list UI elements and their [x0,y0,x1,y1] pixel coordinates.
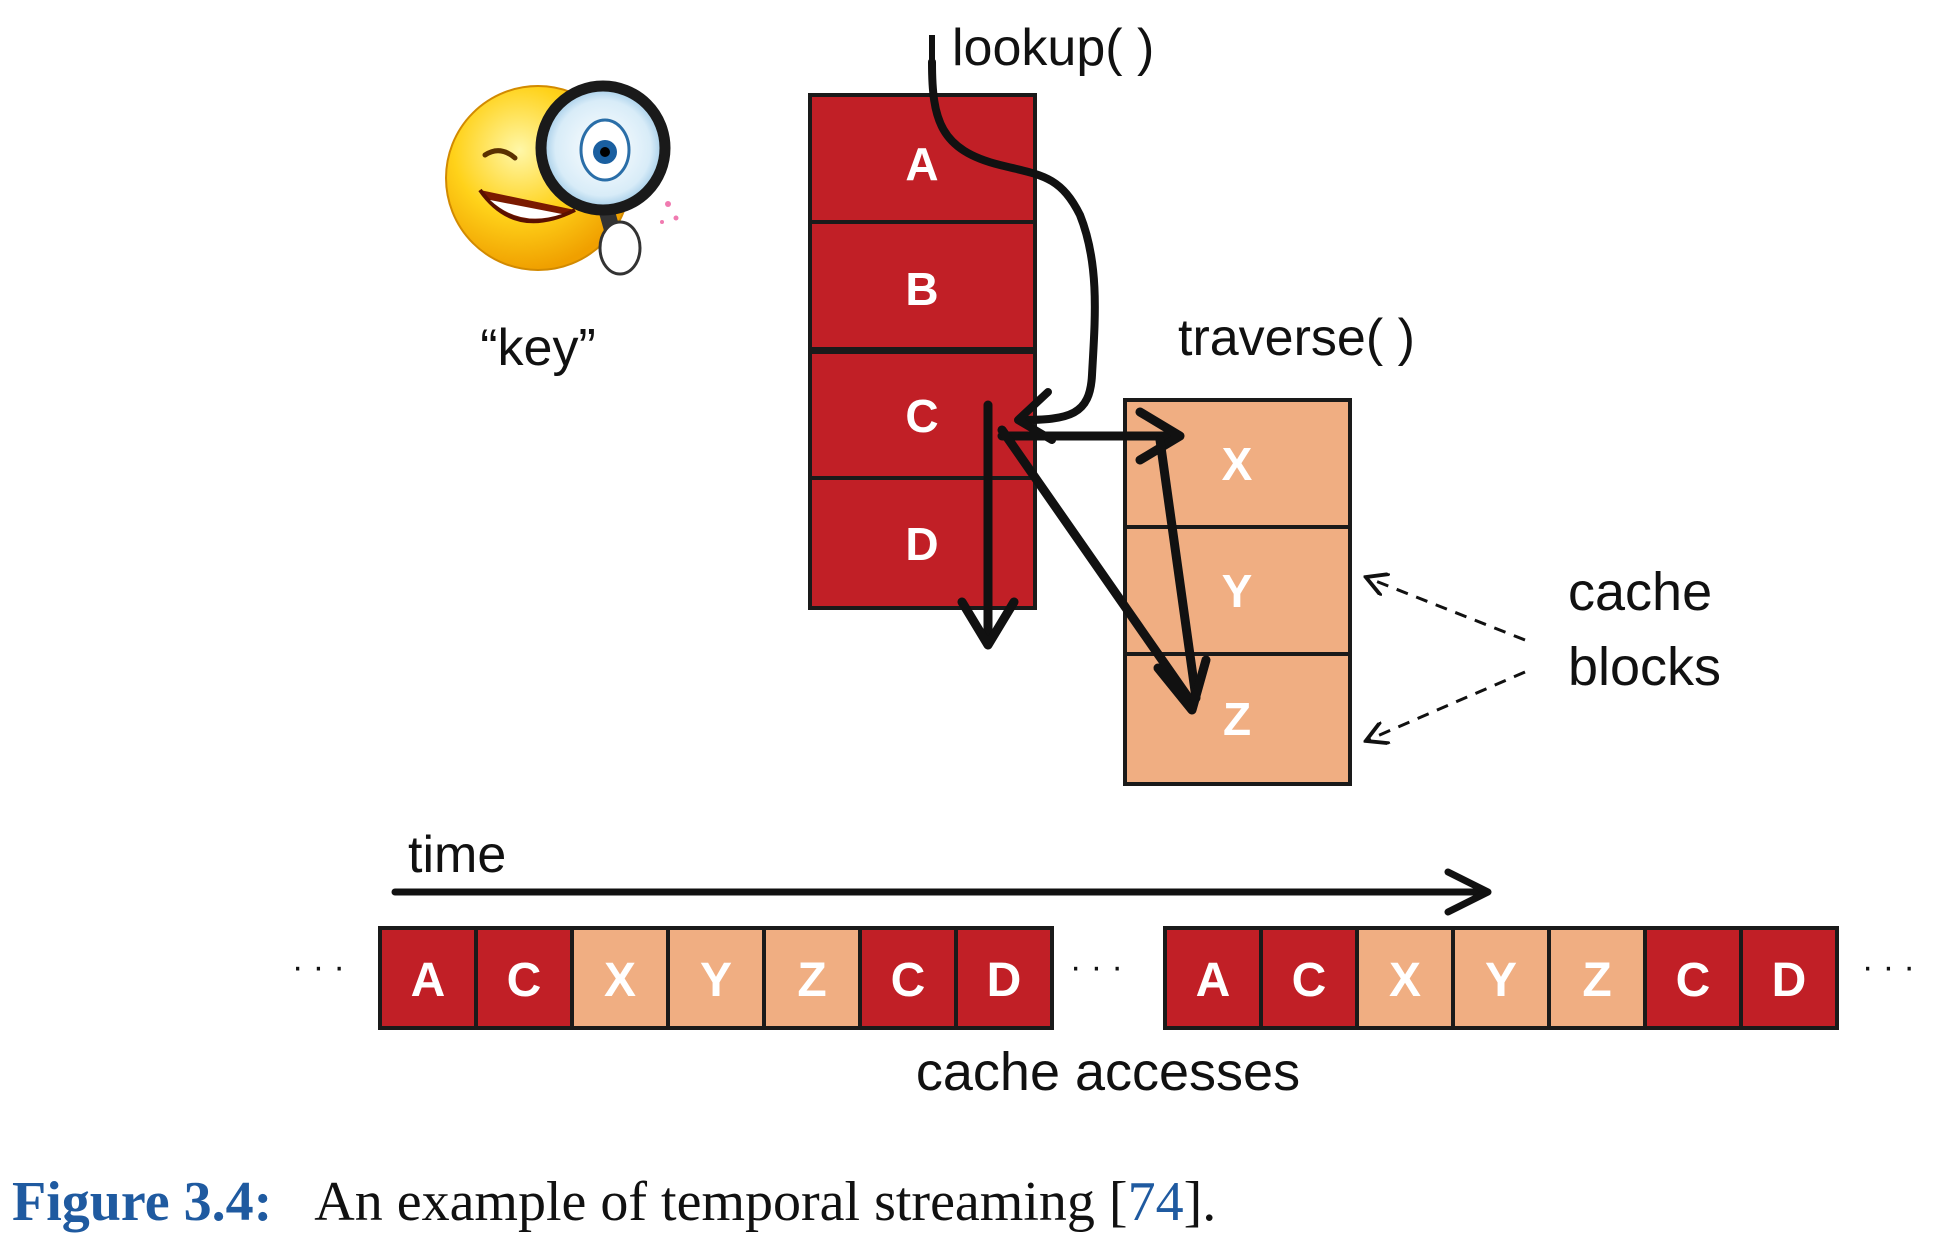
access-cell-label: C [891,954,926,1007]
svg-text:D: D [905,518,938,570]
access-cell: Z [762,926,862,1030]
primary-column: A B C D [808,93,1037,610]
access-cell-label: D [1772,954,1807,1007]
ellipsis-right: · · · [1862,948,1915,986]
key-label: “key” [480,319,596,377]
cache-blocks-pointer-y [1368,578,1526,642]
access-cell: C [1643,926,1743,1030]
access-cell-label: Z [1582,954,1611,1007]
access-cell-label: C [507,954,542,1007]
access-cell: Z [1547,926,1647,1030]
cache-blocks-pointer-z [1368,670,1526,740]
traverse-label: traverse( ) [1178,309,1415,367]
access-cell-label: C [1676,954,1711,1007]
access-cell: D [1739,926,1839,1030]
cache-blocks-label-line1: cache [1568,562,1712,622]
access-cell: A [1163,926,1263,1030]
caption-text: An example of temporal streaming [74]. [286,1171,1216,1233]
access-cell-label: A [1196,954,1231,1007]
cache-accesses-label: cache accesses [916,1042,1300,1102]
cache-blocks-label-line2: blocks [1568,637,1721,697]
svg-text:X: X [1222,438,1253,490]
traverse-arrow-c-to-z [997,425,1195,705]
access-cell-label: Y [700,954,732,1007]
access-cell: D [954,926,1054,1030]
access-cell: X [570,926,670,1030]
access-cell: X [1355,926,1455,1030]
ellipsis-middle: · · · [1070,948,1123,986]
secondary-cell: Y [1123,525,1352,656]
access-cell-label: Y [1485,954,1517,1007]
access-cell-label: Z [797,954,826,1007]
access-cell-label: X [604,954,636,1007]
primary-cell: C [808,350,1037,481]
svg-text:Z: Z [1223,693,1251,745]
lookup-path-arrow [928,58,1099,424]
traverse-arrowhead-x [1135,407,1185,465]
primary-cell: A [808,93,1037,224]
ellipsis-left: · · · [292,948,345,986]
time-arrowhead [1444,868,1492,916]
access-cell: A [378,926,478,1030]
access-cell-label: D [987,954,1022,1007]
traverse-arrowhead-z [1153,655,1211,715]
next-block-arrowhead [957,597,1019,650]
caption-text-before: An example of temporal streaming [ [314,1171,1128,1233]
access-cell-label: C [1292,954,1327,1007]
access-cell: Y [666,926,766,1030]
access-cell-label: A [411,954,446,1007]
access-cell-label: X [1389,954,1421,1007]
citation-link[interactable]: 74 [1127,1171,1184,1233]
figure-label: Figure 3.4: [12,1171,273,1233]
access-cell: C [474,926,574,1030]
time-label: time [408,826,506,884]
primary-cell: D [808,476,1037,610]
access-cell: C [858,926,958,1030]
primary-cell: B [808,220,1037,351]
access-cell: Y [1451,926,1551,1030]
access-cell: C [1259,926,1359,1030]
svg-text:A: A [905,138,938,190]
caption-text-after: ]. [1183,1171,1217,1233]
svg-text:B: B [905,263,938,315]
magnifying-glass-smiley-icon [445,80,679,276]
svg-text:C: C [905,390,938,442]
lookup-label: lookup( ) [952,19,1154,77]
traverse-arrow-x-to-z [1155,435,1201,703]
figure-caption: Figure 3.4: An example of temporal strea… [12,1170,1942,1234]
svg-text:Y: Y [1222,565,1253,617]
